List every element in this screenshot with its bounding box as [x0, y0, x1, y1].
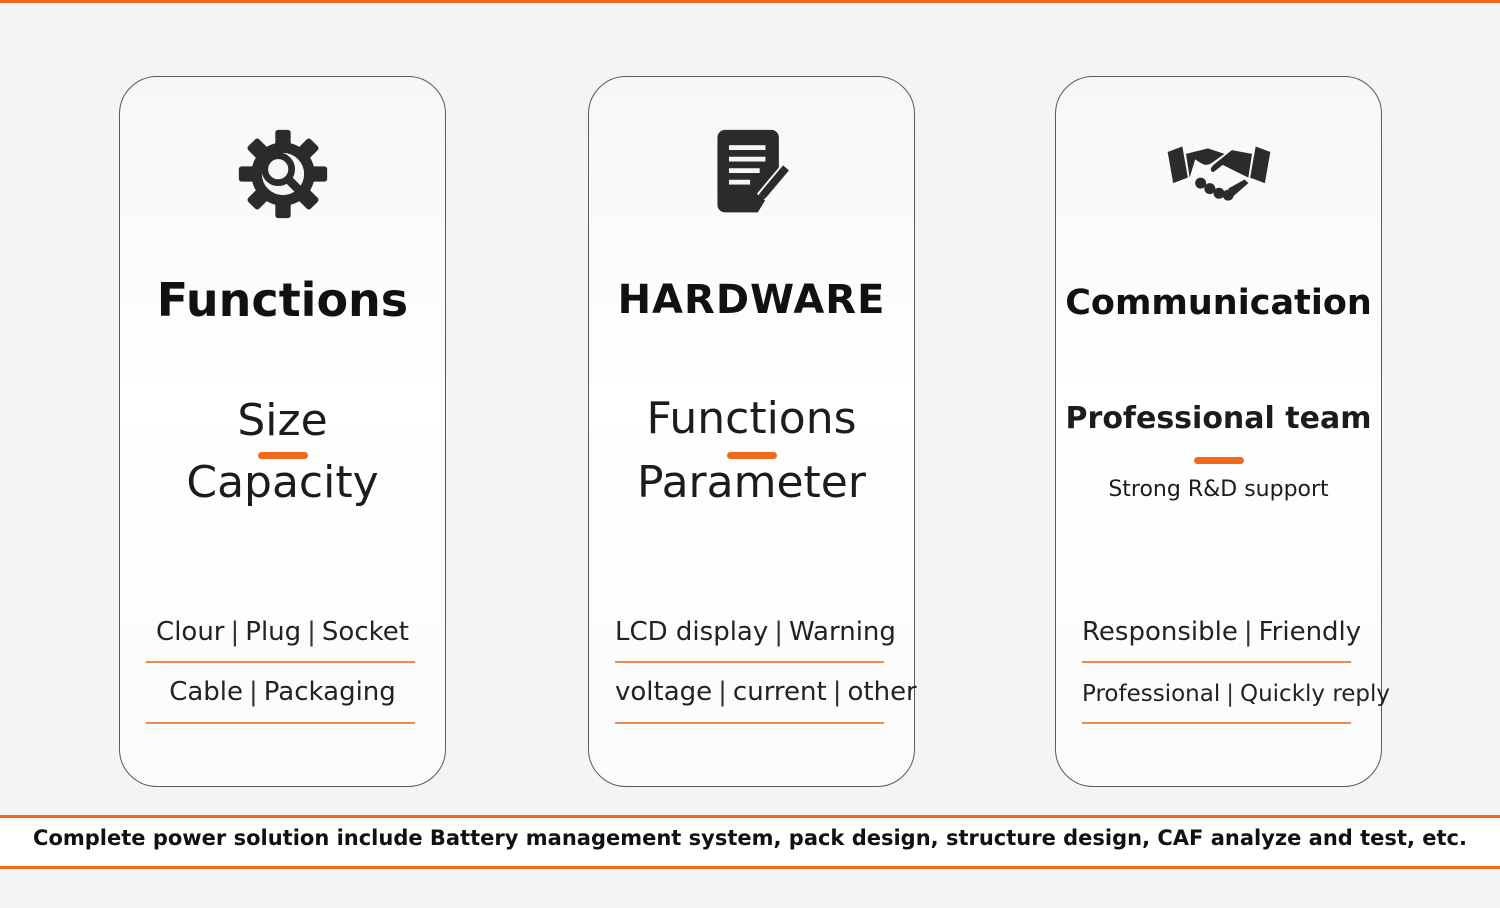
accent-bar: [1193, 457, 1244, 464]
card-subtitle-1: Functions: [646, 393, 857, 444]
tag-row-1: Responsible|Friendly: [1082, 617, 1362, 647]
tag-item: current: [732, 677, 827, 707]
footer-band: [0, 818, 1500, 866]
tag-divider: [146, 661, 415, 663]
tag-item: Cable: [169, 677, 244, 707]
tag-item: Packaging: [263, 677, 396, 707]
tag-item: other: [847, 677, 917, 707]
tag-item: Clour: [156, 617, 225, 647]
footer-text: Complete power solution include Battery …: [33, 826, 1467, 850]
top-accent-rule: [0, 0, 1500, 3]
card-heading: Communication: [1065, 283, 1372, 323]
accent-bar: [726, 452, 777, 459]
tag-item: LCD display: [615, 617, 769, 647]
tag-item: Quickly reply: [1239, 681, 1391, 707]
card-heading: HARDWARE: [617, 277, 886, 323]
card-heading: Functions: [156, 273, 409, 327]
tag-row-1: LCD display|Warning: [615, 617, 896, 647]
card-subtitle-1: Size: [237, 395, 328, 446]
hardware-card: HARDWARE Functions Parameter LCD display…: [588, 76, 917, 787]
tag-row-2: voltage|current|other: [615, 677, 917, 707]
card-subtitle-2: Parameter: [637, 457, 866, 508]
tag-divider: [615, 722, 884, 724]
footer-top-rule: [0, 815, 1500, 818]
tag-divider: [1082, 722, 1351, 724]
tag-row-2: Cable|Packaging: [169, 677, 396, 707]
card-subtitle-2: Capacity: [186, 457, 379, 508]
card-subtitle-2: Strong R&D support: [1108, 477, 1329, 502]
handshake-icon: [1164, 119, 1274, 229]
tag-row-2: Professional|Quickly reply: [1082, 681, 1391, 707]
functions-card: Functions Size Capacity Clour|Plug|Socke…: [119, 76, 446, 787]
tag-item: Plug: [245, 617, 302, 647]
tag-item: Responsible: [1082, 617, 1238, 647]
tag-item: Friendly: [1258, 617, 1362, 647]
footer-bottom-rule: [0, 866, 1500, 869]
tag-divider: [615, 661, 884, 663]
communication-card: Communication Professional team Strong R…: [1055, 76, 1391, 787]
gear-wrench-icon: [228, 119, 338, 229]
document-edit-icon: [697, 119, 807, 229]
tag-item: Professional: [1082, 681, 1221, 707]
tag-item: Warning: [789, 617, 896, 647]
tag-item: voltage: [615, 677, 713, 707]
tag-row-1: Clour|Plug|Socket: [156, 617, 409, 647]
tag-divider: [1082, 661, 1351, 663]
accent-bar: [257, 452, 308, 459]
tag-divider: [146, 722, 415, 724]
tag-item: Socket: [321, 617, 409, 647]
card-subtitle-1: Professional team: [1065, 401, 1372, 436]
